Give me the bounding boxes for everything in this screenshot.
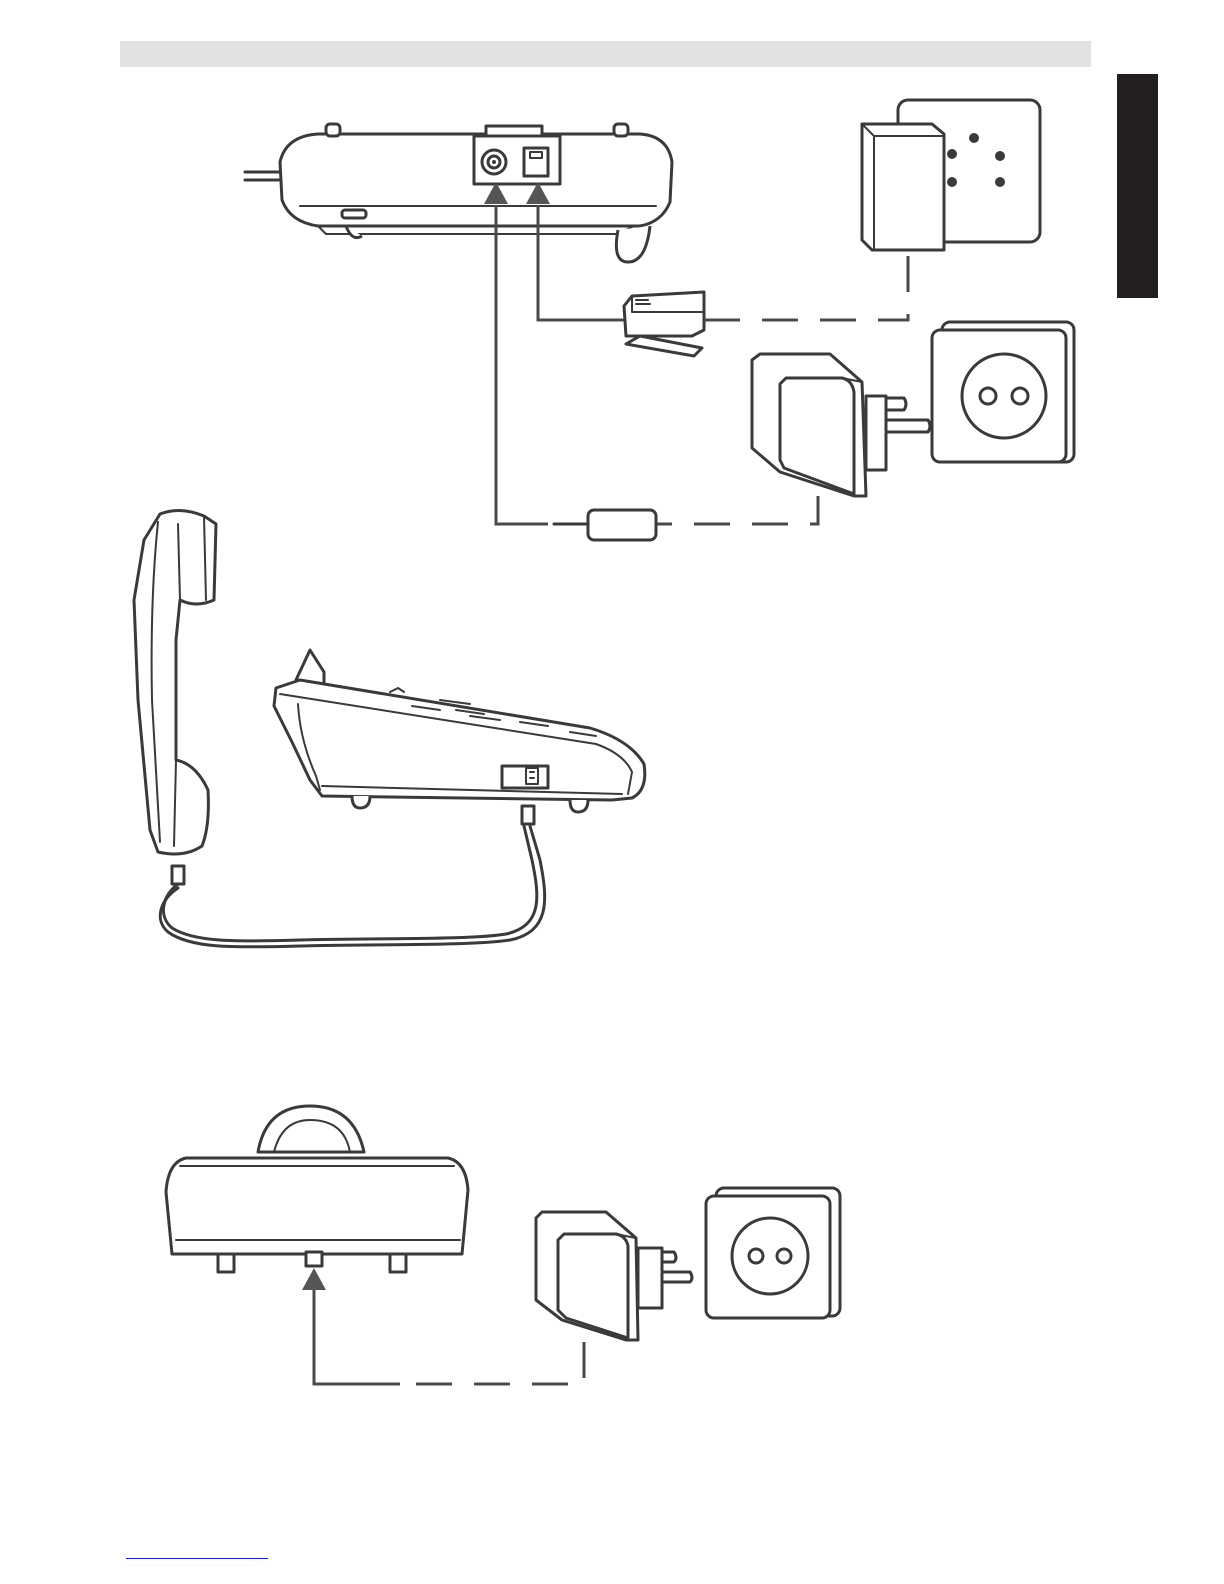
charger-cable xyxy=(314,1290,400,1384)
dc-plug xyxy=(554,510,656,540)
power-adapter xyxy=(534,1212,692,1584)
line-extension xyxy=(704,256,908,320)
figure-handset-connection xyxy=(134,510,645,946)
power-adapter xyxy=(752,354,930,496)
power-socket xyxy=(932,322,1074,462)
charger-arrow xyxy=(302,1268,326,1290)
power-extension xyxy=(656,496,818,524)
telephone-wall-socket xyxy=(862,100,1040,250)
rj11-plug xyxy=(624,292,704,356)
coiled-cord xyxy=(160,806,544,947)
figure-charger-connection xyxy=(166,1106,840,1584)
dc-cable xyxy=(496,205,548,524)
charger-base xyxy=(166,1106,468,1272)
figure-corded-connections xyxy=(245,100,1074,540)
phone-base-side xyxy=(274,650,645,812)
phone-base-rear xyxy=(280,124,672,262)
charger-power-extension xyxy=(416,1340,584,1384)
line-jack xyxy=(524,148,548,176)
dc-jack xyxy=(482,150,506,174)
handset xyxy=(134,510,216,854)
power-socket xyxy=(706,1188,840,1318)
